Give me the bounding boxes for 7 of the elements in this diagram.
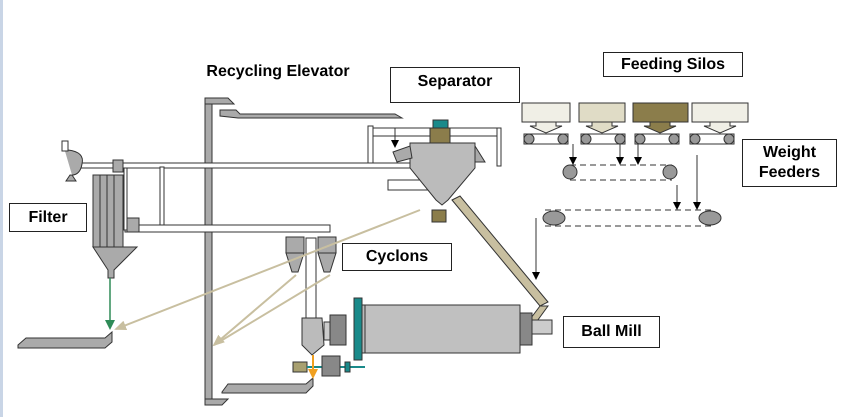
- cyclones-label: Cyclons: [342, 243, 452, 271]
- part-name: Recycling Elevator: [205, 62, 351, 82]
- filter-label: Filter: [9, 203, 87, 232]
- ball-mill-label: Ball Mill: [563, 316, 660, 348]
- separator-label: Separator: [390, 67, 520, 103]
- weight-feeders-label: Weight Feeders: [742, 139, 837, 187]
- feeding-silos-label: Feeding Silos: [603, 52, 743, 77]
